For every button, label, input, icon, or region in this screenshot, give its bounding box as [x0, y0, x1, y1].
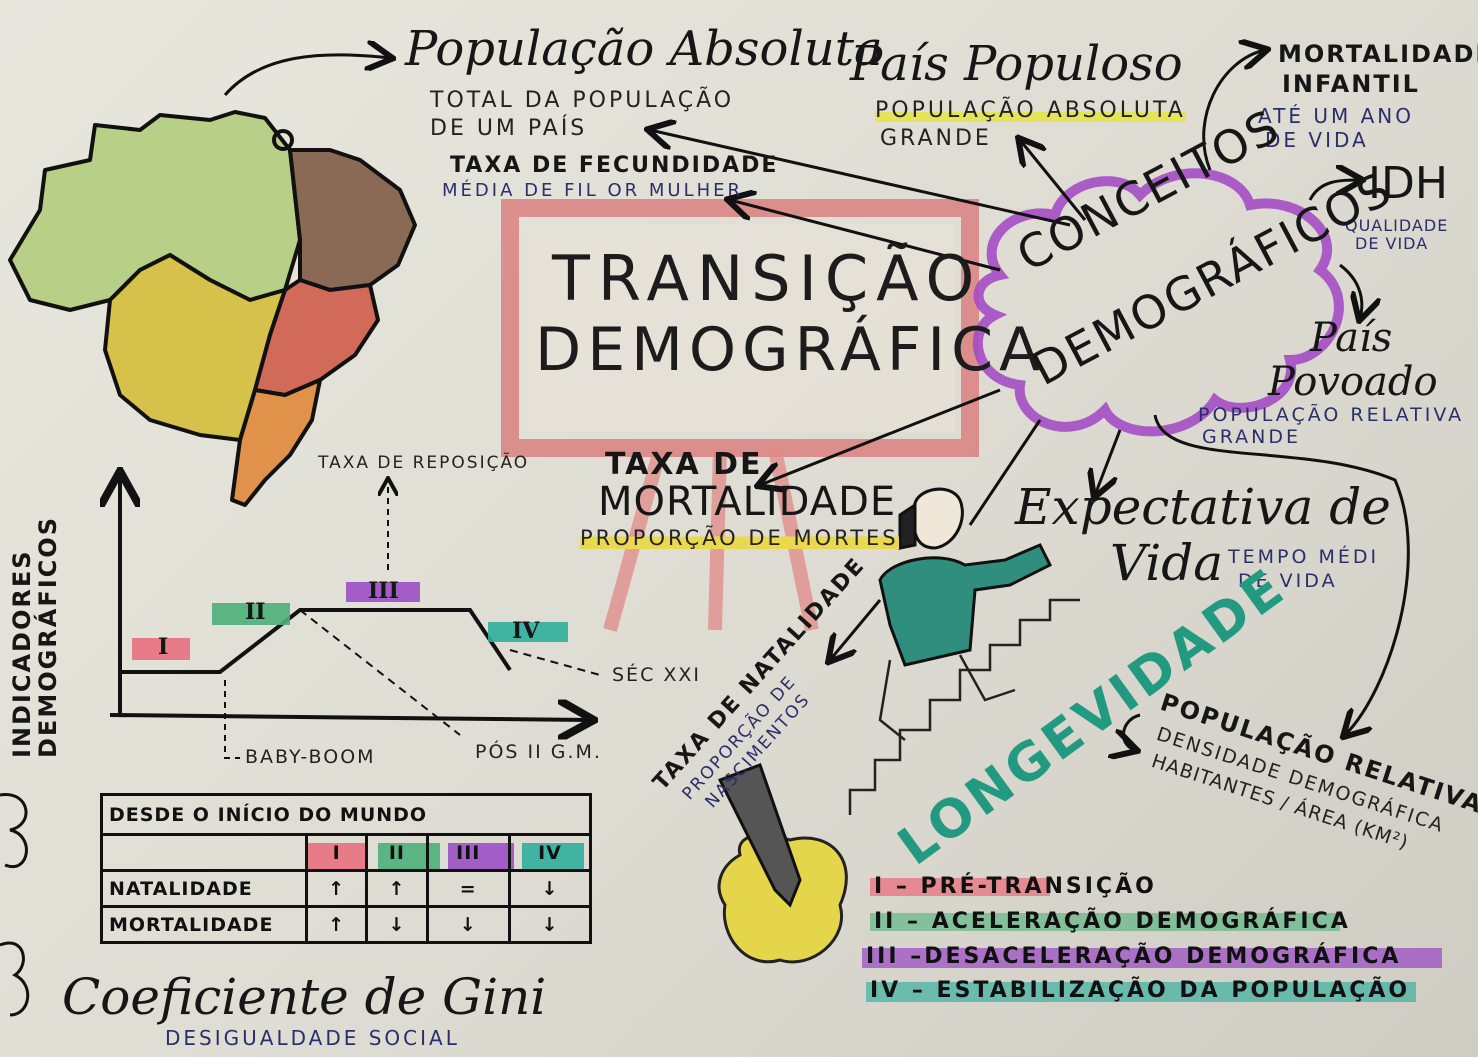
transition-graph	[109, 475, 601, 759]
concept-cloud	[972, 168, 1344, 437]
legend-text: ACELERAÇÃO DEMOGRÁFICA	[931, 909, 1351, 934]
legend-text: PRÉ-TRANSIÇÃO	[920, 874, 1157, 899]
legend-num: IV	[870, 978, 902, 1003]
graph-phase-4: IV	[512, 618, 540, 644]
pais-populoso-heading: País Populoso	[850, 36, 1183, 92]
pais-povoado-desc-1: POPULAÇÃO RELATIVA	[1198, 404, 1465, 426]
pais-populoso-desc-1: POPULAÇÃO ABSOLUTA	[875, 98, 1186, 123]
phase-table: DESDE O INÍCIO DO MUNDO I II III IV NATA…	[100, 793, 593, 944]
easel	[501, 199, 979, 632]
gini-desc: DESIGUALDADE SOCIAL	[165, 1026, 460, 1050]
table-cell: ↑	[304, 869, 369, 908]
indicadores-line-1: INDICADORES	[8, 549, 36, 758]
graph-phase-1: I	[158, 634, 169, 660]
doodle-icon	[0, 941, 30, 1017]
mortalidade-infantil-heading-1: MORTALIDADE	[1278, 40, 1478, 68]
expectativa-vida-desc-2: DE VIDA	[1238, 570, 1338, 592]
legend-text: DESACELERAÇÃO DEMOGRÁFICA	[924, 944, 1402, 969]
map-region-northeast	[288, 148, 417, 292]
table-cell: ↑	[304, 905, 369, 944]
legend-item-2: II – ACELERAÇÃO DEMOGRÁFICA	[874, 909, 1351, 934]
mortalidade-infantil-desc-2: DE VIDA	[1265, 128, 1369, 152]
idh-desc-1: QUALIDADE	[1345, 216, 1449, 235]
graph-sec-xxi: SÉC XXI	[612, 664, 702, 686]
brazil-map	[8, 110, 417, 507]
graph-mortalidade-line	[299, 609, 461, 736]
table-cell: ↑	[365, 869, 429, 908]
table-cell: ↓	[425, 905, 511, 944]
taxa-fecundidade-desc: MÉDIA DE FIL OR MULHER	[442, 180, 744, 201]
table-phase-1: I	[304, 833, 369, 872]
table-phase-3: III	[425, 833, 511, 872]
table-row: NATALIDADE ↑ ↑ = ↓	[100, 869, 593, 908]
expectativa-vida-heading-1: Expectativa de	[1015, 478, 1391, 536]
mortalidade-infantil-heading-2: INFANTIL	[1282, 70, 1420, 98]
taxa-mortalidade-heading-1: TAXA DE	[605, 447, 763, 482]
indicadores-line-2: DEMOGRÁFICOS	[34, 516, 62, 758]
table-row: MORTALIDADE ↑ ↓ ↓ ↓	[100, 905, 593, 944]
expectativa-vida-heading-2: Vida	[1110, 534, 1224, 592]
populacao-absoluta-desc-1: TOTAL DA POPULAÇÃO	[430, 88, 735, 113]
table-cell: ↓	[365, 905, 429, 944]
populacao-absoluta-desc-2: DE UM PAÍS	[430, 116, 588, 141]
idh-desc-2: DE VIDA	[1355, 234, 1429, 253]
pencil-icon	[717, 763, 848, 964]
pais-povoado-heading-1: País	[1310, 315, 1393, 361]
graph-phase-3: III	[368, 578, 399, 604]
pais-povoado-desc-2: GRANDE	[1202, 426, 1302, 448]
taxa-fecundidade-heading: TAXA DE FECUNDIDADE	[450, 153, 779, 178]
gini-heading: Coeficiente de Gini	[62, 968, 547, 1026]
legend-num: III	[866, 944, 900, 969]
graph-baby-boom: BABY-BOOM	[245, 746, 376, 768]
mortalidade-infantil-desc-1: ATÉ UM ANO	[1258, 104, 1414, 128]
title-line-1: TRANSIÇÃO	[552, 242, 983, 315]
legend-num: II	[874, 909, 897, 934]
table-header: DESDE O INÍCIO DO MUNDO	[100, 793, 592, 836]
expectativa-vida-desc-1: TEMPO MÉDI	[1228, 546, 1380, 568]
table-row-label: MORTALIDADE	[100, 905, 308, 944]
legend-num: I	[874, 874, 886, 899]
indicadores-brace	[0, 793, 28, 869]
pais-povoado-heading-2: Povoado	[1268, 359, 1438, 405]
graph-x-axis	[109, 715, 590, 720]
legend-item-3: III –DESACELERAÇÃO DEMOGRÁFICA	[866, 944, 1402, 969]
graph-pos-guerra: PÓS II G.M.	[475, 741, 602, 763]
table-corner	[100, 833, 308, 872]
table-phase-4: IV	[507, 833, 593, 872]
concept-arrows	[650, 50, 1410, 750]
title-line-2: DEMOGRÁFICA	[535, 315, 1047, 385]
climbing-person	[878, 487, 1053, 741]
graph-phase-2: II	[245, 599, 266, 625]
idh-heading: IDH	[1368, 158, 1448, 209]
populacao-absoluta-heading: População Absoluta	[405, 21, 883, 77]
graph-taxa-reposicao: TAXA DE REPOSIÇÃO	[318, 453, 530, 473]
arrow-to-populacao-absoluta	[223, 55, 390, 96]
taxa-mortalidade-heading-2: MORTALIDADE	[598, 479, 897, 525]
table-phase-2: II	[365, 833, 429, 872]
legend-item-1: I – PRÉ-TRANSIÇÃO	[874, 874, 1157, 899]
map-region-south	[230, 378, 322, 507]
map-region-southeast	[253, 278, 380, 397]
table-row-label: NATALIDADE	[100, 869, 308, 908]
table-cell: =	[425, 869, 511, 908]
stairs	[848, 598, 1080, 815]
legend-text: ESTABILIZAÇÃO DA POPULAÇÃO	[936, 978, 1411, 1003]
pais-populoso-desc-2: GRANDE	[880, 126, 992, 151]
table-cell: ↓	[507, 869, 593, 908]
taxa-mortalidade-desc: PROPORÇÃO DE MORTES	[580, 526, 899, 550]
legend-item-4: IV – ESTABILIZAÇÃO DA POPULAÇÃO	[870, 978, 1411, 1003]
table-cell: ↓	[507, 905, 593, 944]
